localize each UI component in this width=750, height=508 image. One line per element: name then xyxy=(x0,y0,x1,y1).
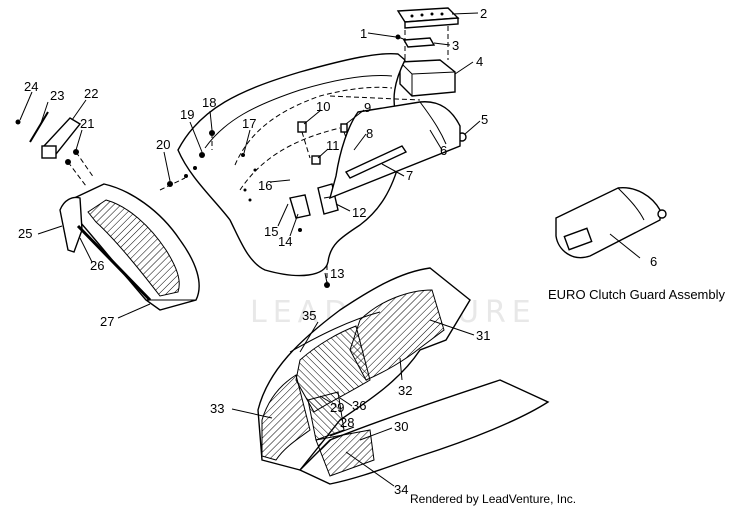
part-4-box xyxy=(399,26,456,97)
callout-35: 35 xyxy=(302,308,316,323)
callout-26: 26 xyxy=(90,258,104,273)
part-3-gasket xyxy=(402,37,436,48)
leader-lines xyxy=(19,12,641,487)
callout-27: 27 xyxy=(100,314,114,329)
callout-21: 21 xyxy=(80,116,94,131)
part-14-bracket xyxy=(289,194,311,219)
footer-credit: Rendered by LeadVenture, Inc. xyxy=(410,492,576,506)
inset-euro-clutch-guard xyxy=(555,187,667,259)
callout-25: 25 xyxy=(18,226,32,241)
part-19-nut xyxy=(199,152,205,158)
callout-22: 22 xyxy=(84,86,98,101)
callout-9: 9 xyxy=(364,100,371,115)
callout-2: 2 xyxy=(480,6,487,21)
callout-18: 18 xyxy=(202,95,216,110)
callout-12: 12 xyxy=(352,205,366,220)
callouts: 1 2 3 4 5 6 7 8 9 10 11 12 13 14 15 16 1… xyxy=(18,6,657,497)
lower-body xyxy=(257,267,550,485)
part-24-screw xyxy=(15,119,21,125)
callout-36: 36 xyxy=(352,398,366,413)
callout-5: 5 xyxy=(481,112,488,127)
callout-7: 7 xyxy=(406,168,413,183)
part-13-nut xyxy=(324,265,330,288)
callout-13: 13 xyxy=(330,266,344,281)
callout-20: 20 xyxy=(156,137,170,152)
part-23-strip xyxy=(29,111,49,143)
part-27-headlight-housing xyxy=(69,183,200,311)
part-1-screw xyxy=(395,34,407,41)
callout-3: 3 xyxy=(452,38,459,53)
callout-24: 24 xyxy=(24,79,38,94)
part-7-plate xyxy=(344,145,408,179)
callout-31: 31 xyxy=(476,328,490,343)
callout-1: 1 xyxy=(360,26,367,41)
part-2-cover xyxy=(396,7,460,29)
callout-33: 33 xyxy=(210,401,224,416)
part-25-bracket xyxy=(59,196,83,253)
callout-28: 28 xyxy=(340,415,354,430)
callout-14: 14 xyxy=(278,234,292,249)
callout-30: 30 xyxy=(394,419,408,434)
dash-panel xyxy=(177,52,406,277)
callout-6: 6 xyxy=(440,143,447,158)
callout-23: 23 xyxy=(50,88,64,103)
part-17-rivet xyxy=(241,153,245,157)
part-21-screws xyxy=(65,149,95,187)
part-9-fastener xyxy=(340,123,348,133)
callout-4: 4 xyxy=(476,54,483,69)
callout-17: 17 xyxy=(242,116,256,131)
callout-15: 15 xyxy=(264,224,278,239)
callout-16: 16 xyxy=(258,178,272,193)
callout-19: 19 xyxy=(180,107,194,122)
callout-34: 34 xyxy=(394,482,408,497)
callout-10: 10 xyxy=(316,99,330,114)
callout-11: 11 xyxy=(326,138,340,153)
part-11-clip xyxy=(311,155,321,165)
part-26-lens xyxy=(76,224,152,302)
callout-32: 32 xyxy=(398,383,412,398)
callout-29: 29 xyxy=(330,400,344,415)
callout-6-inset: 6 xyxy=(650,254,657,269)
inset-caption: EURO Clutch Guard Assembly xyxy=(548,287,726,302)
part-22-bracket xyxy=(41,117,82,159)
callout-8: 8 xyxy=(366,126,373,141)
